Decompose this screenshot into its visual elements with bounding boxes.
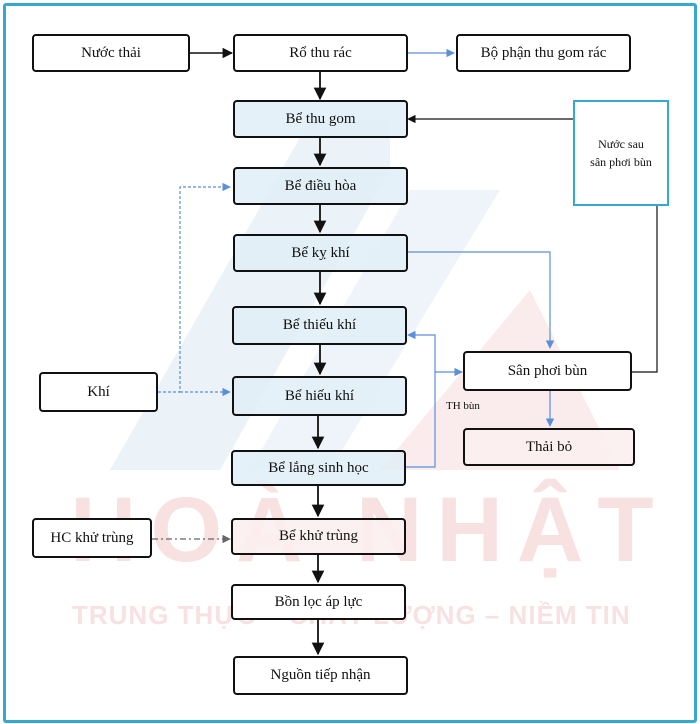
node-be-khu-trung: Bể khử trùng [231, 518, 406, 555]
node-thai-bo: Thải bỏ [463, 428, 635, 466]
return-water-line [407, 114, 658, 373]
node-be-ky-khi: Bể kỵ khí [233, 234, 408, 272]
node-nuoc-sau-san-phoi-bun: Nước sau sân phơi bùn [573, 100, 669, 206]
edge-label-th-bun: TH bùn [446, 400, 480, 412]
nuoc-sau-line1: Nước sau [598, 137, 644, 151]
node-ro-thu-rac: Rổ thu rác [233, 34, 408, 72]
air-supply-lines [158, 182, 231, 397]
node-khi: Khí [39, 372, 158, 412]
node-be-thieu-khi: Bể thiếu khí [232, 306, 407, 345]
node-be-thu-gom: Bể thu gom [233, 100, 408, 138]
node-san-phoi-bun: Sân phơi bùn [463, 351, 632, 391]
node-nuoc-thai: Nước thải [32, 34, 190, 72]
nuoc-sau-line2: sân phơi bùn [590, 155, 652, 169]
node-hc-khu-trung: HC khử trùng [32, 518, 152, 558]
node-be-lang-sinh-hoc: Bể lắng sinh học [231, 450, 406, 486]
node-nguon-tiep-nhan: Nguồn tiếp nhận [233, 656, 408, 695]
node-bon-loc-ap-luc: Bồn lọc áp lực [231, 584, 406, 620]
sludge-lines [406, 251, 555, 468]
main-chain-arrows [311, 72, 327, 656]
node-bo-phan-thu-gom-rac: Bộ phận thu gom rác [456, 34, 631, 72]
node-be-hieu-khi: Bể hiếu khí [232, 376, 407, 416]
node-be-dieu-hoa: Bể điều hòa [233, 167, 408, 205]
diagram-frame [3, 3, 697, 723]
